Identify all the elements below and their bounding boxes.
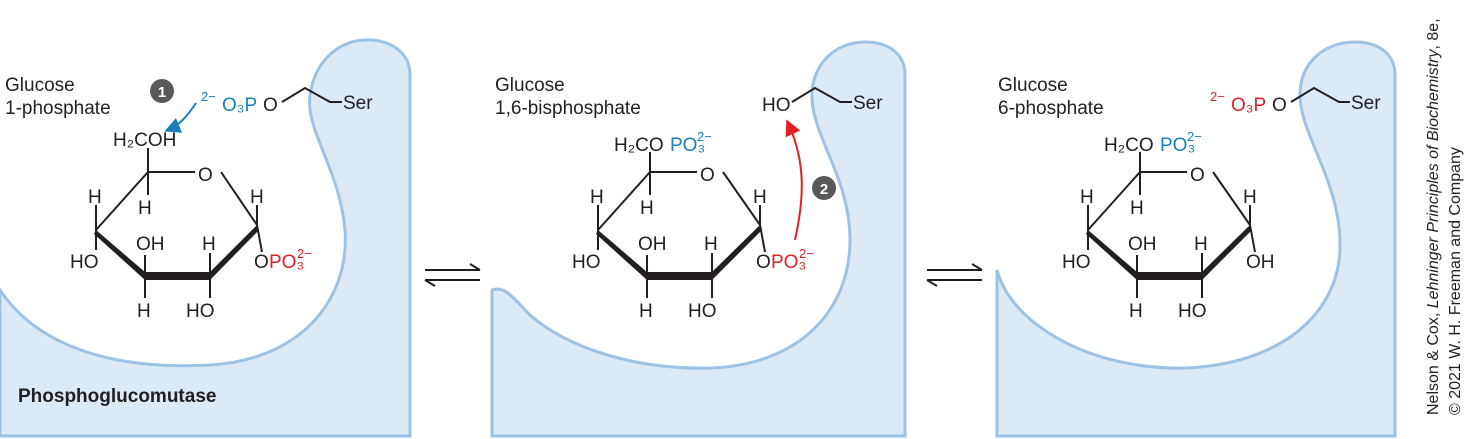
- p1-h-c4: H: [88, 187, 102, 208]
- p3-ser: Ser: [1351, 93, 1381, 114]
- p2-charge-c1: 2−: [799, 246, 814, 261]
- p2-ser-chain: [791, 86, 852, 103]
- ring-bold-edge-3a: [1086, 230, 1137, 280]
- p2-po3-c1: PO₃: [771, 252, 806, 273]
- ring-bold-edge-1a: [94, 230, 145, 280]
- svg-text:© 2021 W. H. Freeman and Compa: © 2021 W. H. Freeman and Company: [1447, 147, 1464, 415]
- p1-h2coh: H₂COH: [113, 130, 176, 151]
- p3-h-c5: H: [1130, 198, 1144, 219]
- step1-badge: [150, 79, 174, 103]
- credit-line-1: Nelson & Cox, Lehninger Principles of Bi…: [1425, 18, 1442, 415]
- step2-arrow: [785, 119, 803, 241]
- p2-h-c1: H: [753, 187, 767, 208]
- p2-o-c1: O: [756, 252, 771, 273]
- enzyme-surface-3: [995, 40, 1397, 438]
- p3-oh-c1: OH: [1246, 252, 1275, 273]
- p2-oh-c3: OH: [638, 234, 667, 255]
- p1-ho-c2: HO: [186, 301, 215, 322]
- p2-ho-ser: HO: [762, 95, 791, 116]
- glucose-ring-2: [597, 152, 766, 298]
- p3-ho-c2: HO: [1178, 301, 1207, 322]
- p1-h-c5: H: [138, 198, 152, 219]
- p1-ring-oxygen: O: [198, 165, 213, 186]
- ring-bold-edge-2a: [596, 230, 647, 280]
- p1-h-c1: H: [250, 187, 264, 208]
- p2-h-c2: H: [704, 234, 718, 255]
- p3-h2co: H₂CO: [1104, 135, 1154, 156]
- p1-charge-c1: 2−: [297, 246, 312, 261]
- p1-o-ser: O: [263, 95, 278, 116]
- ring-bold-edge-2c: [712, 225, 762, 280]
- panel1-label-line1: Glucose: [5, 75, 75, 96]
- step1-number: 1: [158, 84, 166, 101]
- p2-ring-oxygen: O: [700, 165, 715, 186]
- p2-h2co: H₂CO: [614, 135, 664, 156]
- p1-ser-chain: [281, 86, 342, 103]
- svg-text:Nelson & Cox, Lehninger Princi: Nelson & Cox, Lehninger Principles of Bi…: [1425, 18, 1442, 415]
- p3-ser-chain: [1290, 86, 1350, 103]
- credit-line-2: © 2021 W. H. Freeman and Company: [1447, 147, 1464, 415]
- p2-ho-c2: HO: [688, 301, 717, 322]
- enzyme-surface-1: [0, 38, 412, 438]
- p2-po3-c6: PO₃: [670, 135, 705, 156]
- p1-o-c1: O: [254, 252, 269, 273]
- step1-arrow: [164, 102, 197, 133]
- ring-bold-edge-2b: [647, 272, 712, 280]
- ring-bold-edge-1b: [145, 272, 210, 280]
- enzyme-label: Phosphoglucomutase: [18, 386, 216, 407]
- p2-ho-c4: HO: [572, 252, 601, 273]
- ring-bold-edge-1c: [210, 225, 259, 280]
- p1-h-c3: H: [137, 301, 151, 322]
- p3-oh-c3: OH: [1128, 234, 1157, 255]
- enzyme-surface-2: [490, 40, 907, 438]
- p1-ser: Ser: [343, 93, 373, 114]
- p2-ser: Ser: [853, 93, 883, 114]
- p3-o3p-ser: O₃P: [1231, 95, 1266, 116]
- p3-charge-ser: 2−: [1210, 89, 1225, 104]
- p1-ho-c4: HO: [70, 252, 99, 273]
- p2-h-c3: H: [639, 301, 653, 322]
- p3-po3-c6: PO₃: [1160, 135, 1195, 156]
- p1-o3p-ser: O₃P: [222, 95, 257, 116]
- p3-h-c4: H: [1080, 187, 1094, 208]
- equilibrium-arrow-2: [926, 263, 983, 287]
- step2-number: 2: [820, 181, 828, 198]
- p2-h-c5: H: [640, 198, 654, 219]
- p3-ring-oxygen: O: [1190, 165, 1205, 186]
- p1-h-c2: H: [202, 234, 216, 255]
- p1-po3-c1: PO₃: [269, 252, 304, 273]
- p2-charge-c6: 2−: [697, 129, 712, 144]
- panel3-label-line1: Glucose: [998, 75, 1068, 96]
- panel2-label-line1: Glucose: [495, 75, 565, 96]
- ring-bold-edge-3c: [1202, 225, 1252, 280]
- ring-bold-edge-3b: [1137, 272, 1202, 280]
- p2-h-c4: H: [590, 187, 604, 208]
- equilibrium-arrow-1: [424, 263, 481, 287]
- p1-oh-c3: OH: [136, 234, 165, 255]
- p3-h-c3: H: [1129, 301, 1143, 322]
- panel1-label-line2: 1-phosphate: [5, 98, 111, 119]
- p3-o-ser: O: [1272, 95, 1287, 116]
- p1-charge-ser: 2−: [201, 89, 216, 104]
- p3-h-c2: H: [1194, 234, 1208, 255]
- p3-charge-c6: 2−: [1187, 129, 1202, 144]
- panel3-label-line2: 6-phosphate: [998, 98, 1104, 119]
- panel2-label-line2: 1,6-bisphosphate: [495, 98, 641, 119]
- step2-badge: [812, 176, 836, 200]
- glucose-ring-3: [1087, 152, 1256, 298]
- p3-ho-c4: HO: [1062, 252, 1091, 273]
- p3-h-c1: H: [1243, 187, 1257, 208]
